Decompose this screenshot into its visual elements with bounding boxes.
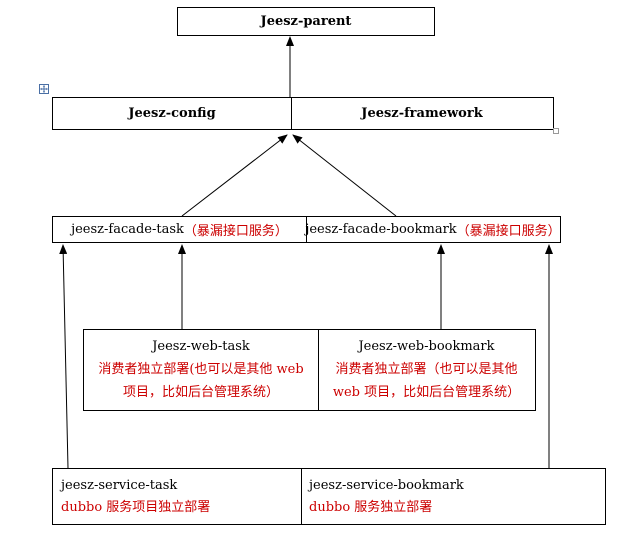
service-task-cell: jeesz-service-task dubbo 服务项目独立部署 <box>53 469 301 524</box>
web-bookmark-desc-line2: web 项目，比如后台管理系统） <box>332 385 521 400</box>
facade-bookmark-name: jeesz-facade-bookmark <box>305 222 457 237</box>
service-task-note: dubbo 服务项目独立部署 <box>61 500 211 515</box>
web-row: Jeesz-web-task 消费者独立部署(也可以是其他 web 项目，比如后… <box>83 329 536 411</box>
table-move-handle-icon[interactable] <box>39 84 49 94</box>
parent-box: Jeesz-parent <box>177 7 435 36</box>
config-framework-row: Jeesz-config Jeesz-framework <box>52 97 554 130</box>
arrow-service-task-to-facade-task <box>59 244 69 469</box>
config-label: Jeesz-config <box>128 106 216 121</box>
arrow-facade-bookmark-to-config <box>292 134 397 217</box>
parent-label: Jeesz-parent <box>260 14 352 29</box>
web-row-divider <box>318 330 319 410</box>
service-row: jeesz-service-task dubbo 服务项目独立部署 jeesz-… <box>52 468 606 525</box>
service-bookmark-name: jeesz-service-bookmark <box>309 478 464 493</box>
service-bookmark-note: dubbo 服务独立部署 <box>309 500 433 515</box>
service-task-name: jeesz-service-task <box>61 478 178 493</box>
facade-task-cell: jeesz-facade-task（暴漏接口服务） <box>53 217 306 242</box>
facade-row: jeesz-facade-task（暴漏接口服务） jeesz-facade-b… <box>52 216 561 243</box>
facade-bookmark-note: （暴漏接口服务） <box>456 224 561 239</box>
service-row-divider <box>301 469 302 524</box>
facade-bookmark-cell: jeesz-facade-bookmark（暴漏接口服务） <box>305 217 561 242</box>
facade-task-name: jeesz-facade-task <box>71 222 184 237</box>
table-resize-handle-icon[interactable] <box>553 128 559 134</box>
web-task-desc-line1: 消费者独立部署(也可以是其他 web <box>98 362 304 377</box>
config-row-divider <box>291 98 292 129</box>
facade-task-note: （暴漏接口服务） <box>183 224 288 239</box>
web-task-cell: Jeesz-web-task 消费者独立部署(也可以是其他 web 项目，比如后… <box>84 330 318 410</box>
service-bookmark-cell: jeesz-service-bookmark dubbo 服务独立部署 <box>301 469 605 524</box>
web-bookmark-cell: Jeesz-web-bookmark 消费者独立部署（也可以是其他 web 项目… <box>318 330 535 410</box>
web-task-desc-line2: 项目，比如后台管理系统） <box>122 385 279 400</box>
arrow-facade-task-to-config <box>181 134 288 217</box>
web-bookmark-desc-line1: 消费者独立部署（也可以是其他 <box>335 362 518 377</box>
web-bookmark-title: Jeesz-web-bookmark <box>358 339 495 354</box>
web-task-title: Jeesz-web-task <box>152 339 250 354</box>
framework-label: Jeesz-framework <box>361 106 483 121</box>
facade-row-divider <box>306 217 307 242</box>
